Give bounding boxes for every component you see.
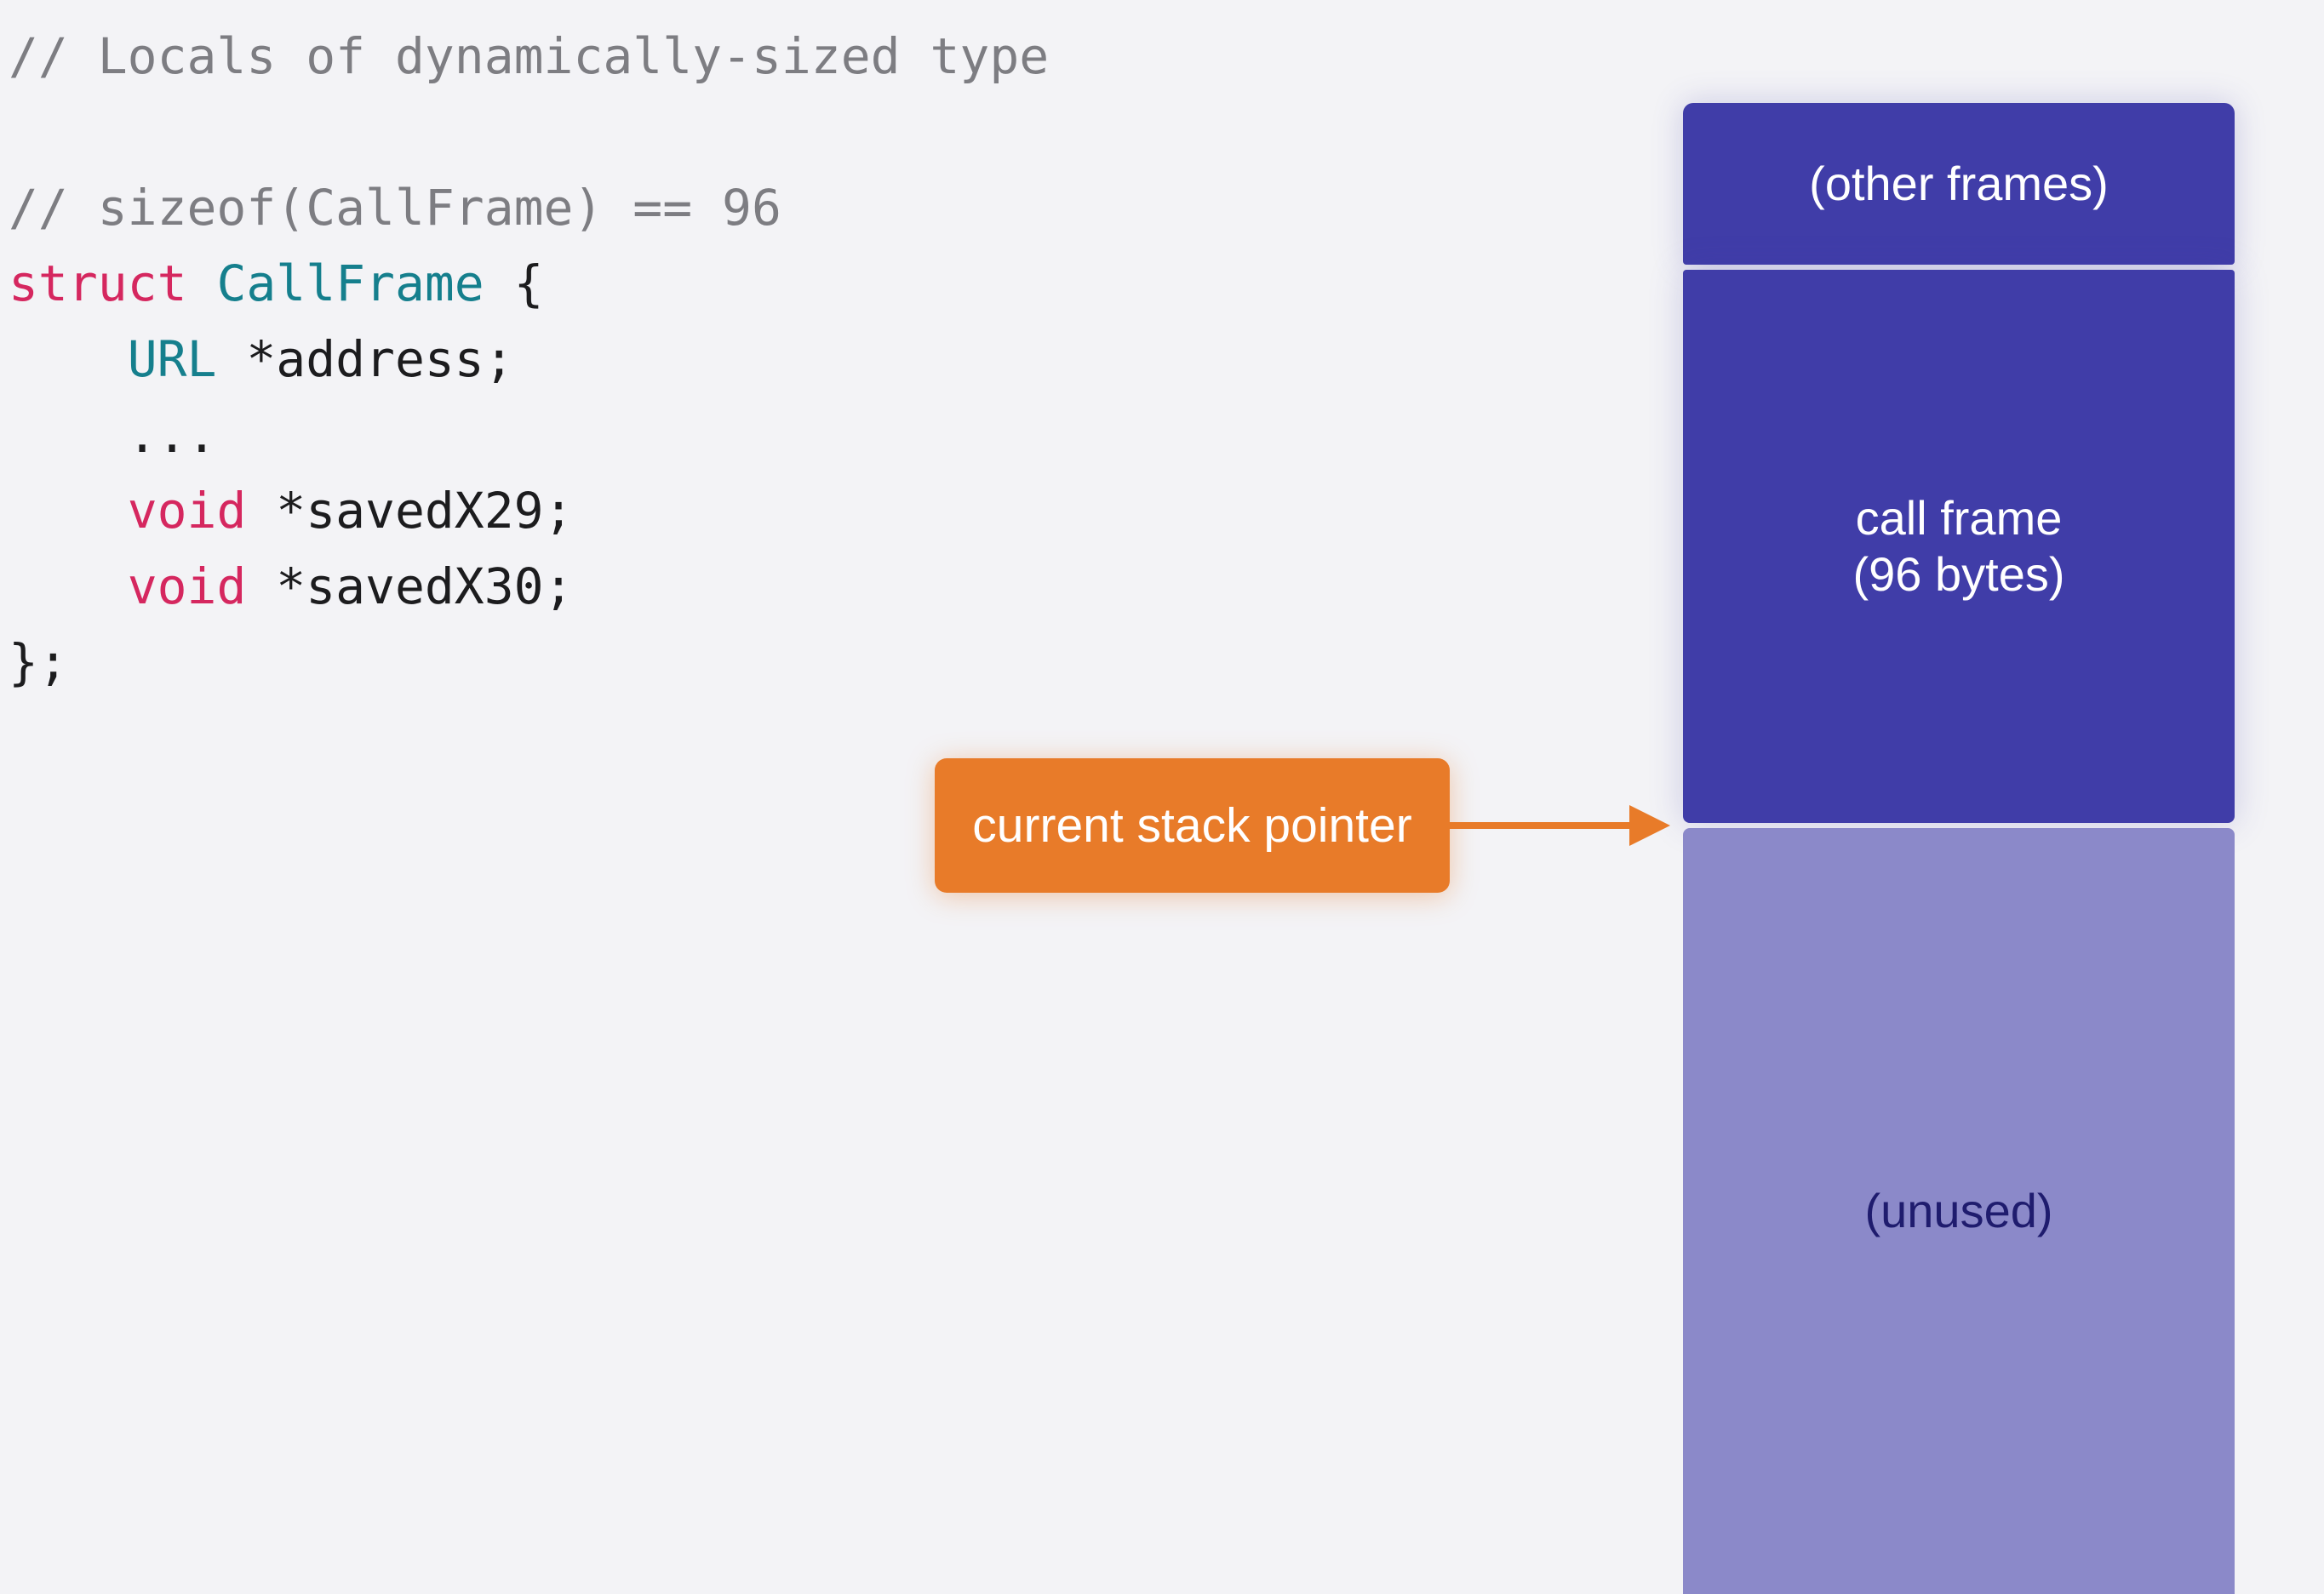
code-token-plain: }; bbox=[9, 633, 68, 691]
code-token-plain: ... bbox=[9, 406, 217, 464]
code-token-comment: // sizeof(CallFrame) == 96 bbox=[9, 179, 781, 237]
code-token-keyword: struct bbox=[9, 254, 187, 312]
unused-stack-box: (unused) bbox=[1683, 828, 2235, 1594]
code-token-plain bbox=[9, 482, 128, 540]
code-line: void *savedX29; bbox=[9, 473, 1049, 549]
current-stack-pointer-text: current stack pointer bbox=[972, 798, 1412, 853]
code-line: void *savedX30; bbox=[9, 549, 1049, 625]
code-line: // Locals of dynamically-sized type bbox=[9, 19, 1049, 94]
code-token-comment: // Locals of dynamically-sized type bbox=[9, 27, 1050, 85]
code-line: ... bbox=[9, 397, 1049, 473]
stack-pointer-arrow-icon bbox=[1447, 805, 1670, 846]
other-frames-box: (other frames) bbox=[1683, 103, 2235, 265]
code-token-type: URL bbox=[127, 330, 217, 388]
code-line: }; bbox=[9, 625, 1049, 700]
code-token-plain: *savedX30; bbox=[246, 557, 574, 615]
code-token-plain bbox=[187, 254, 217, 312]
code-token-keyword: void bbox=[127, 557, 247, 615]
call-frame-label: call frame (96 bytes) bbox=[1852, 491, 2065, 601]
code-token-plain: { bbox=[484, 254, 544, 312]
call-frame-box: call frame (96 bytes) bbox=[1683, 270, 2235, 823]
code-token-type: CallFrame bbox=[216, 254, 484, 312]
code-line: URL *address; bbox=[9, 322, 1049, 397]
other-frames-label: (other frames) bbox=[1809, 157, 2109, 210]
code-line: // sizeof(CallFrame) == 96 bbox=[9, 170, 1049, 246]
code-listing: // Locals of dynamically-sized type // si… bbox=[9, 19, 1049, 700]
current-stack-pointer-label: current stack pointer bbox=[935, 758, 1450, 893]
code-token-plain: *address; bbox=[216, 330, 514, 388]
code-line bbox=[9, 94, 1049, 170]
unused-label: (unused) bbox=[1864, 1184, 2053, 1237]
code-line: struct CallFrame { bbox=[9, 246, 1049, 322]
code-token-plain bbox=[9, 557, 128, 615]
code-token-keyword: void bbox=[127, 482, 247, 540]
code-token-plain bbox=[9, 330, 128, 388]
code-token-plain: *savedX29; bbox=[246, 482, 574, 540]
